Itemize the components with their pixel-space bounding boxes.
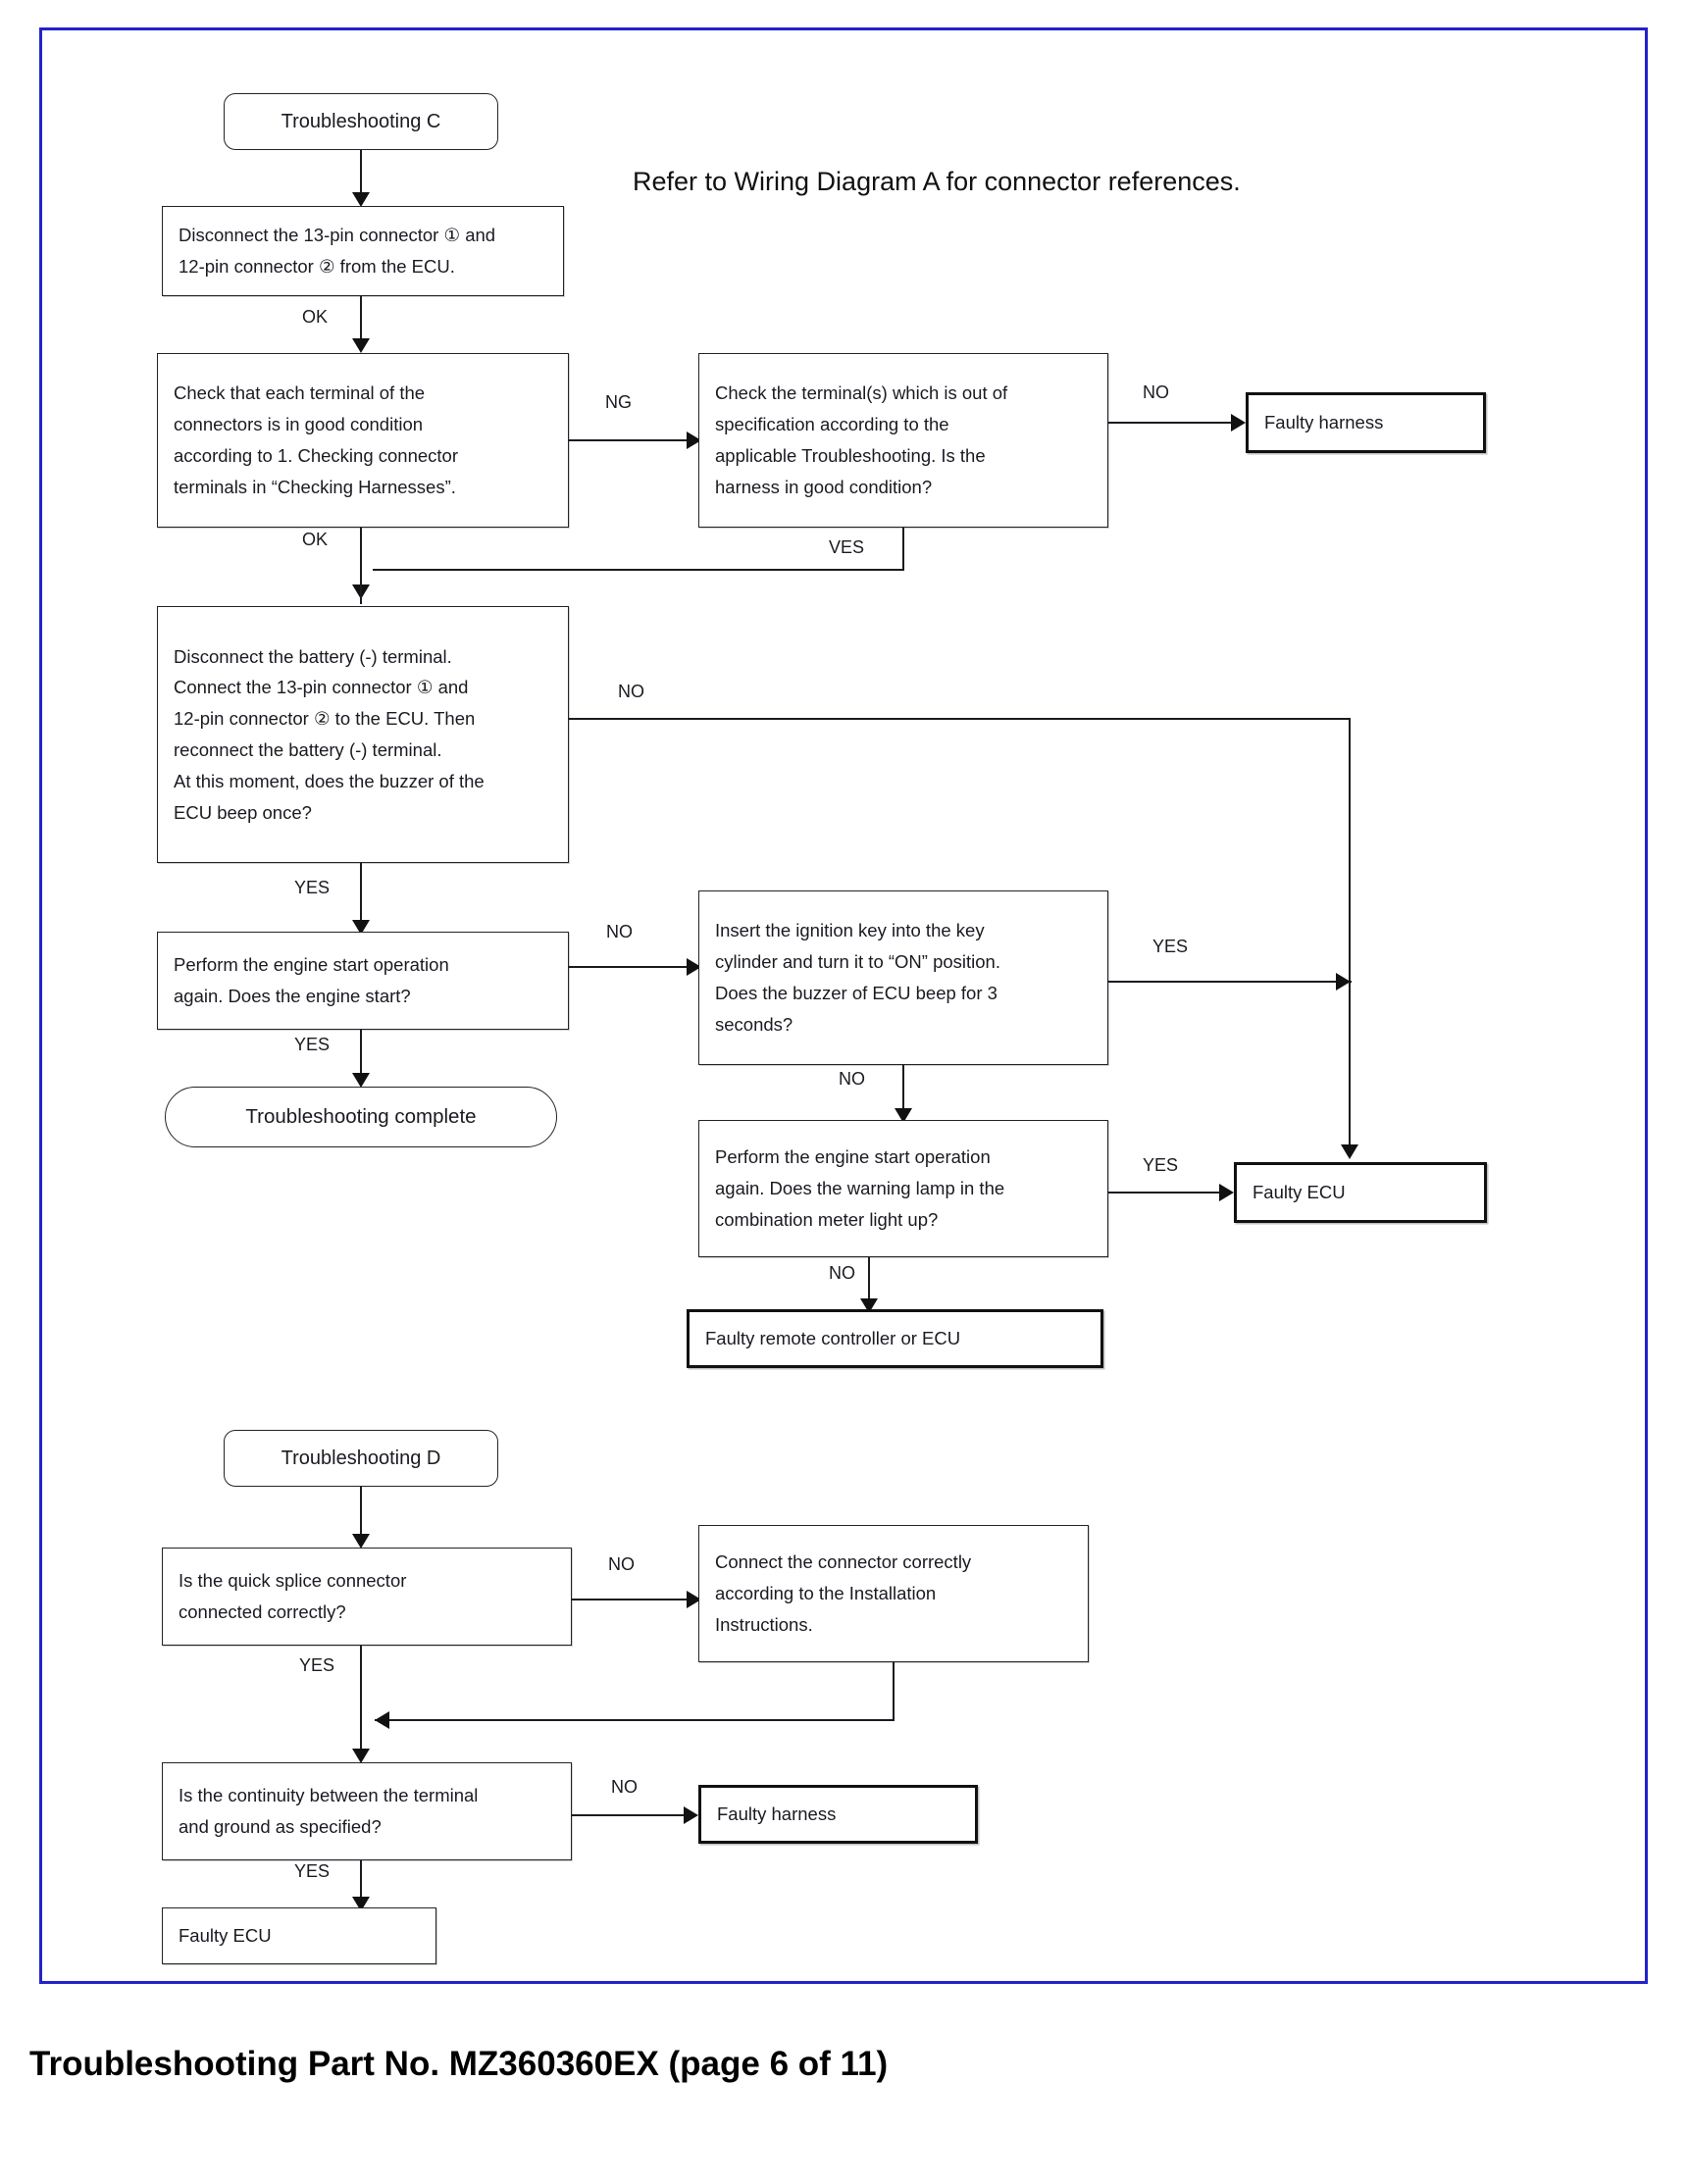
wiring-diagram-note: Refer to Wiring Diagram A for connector … [633, 167, 1241, 196]
edge-n6-to-n7 [902, 1065, 905, 1112]
arrow-d-n3-to-faulty-harness [684, 1806, 698, 1824]
edge-d-start-to-n1 [360, 1487, 363, 1538]
node-battery-reconnect-buzzer: Disconnect the battery (-) terminal. Con… [157, 606, 569, 863]
arrow-d-to-n3 [352, 1749, 370, 1763]
arrow-n3-to-faulty-harness [1231, 414, 1246, 432]
edge-n7-to-remote-result [868, 1257, 871, 1302]
node-result-faulty-ecu-d: Faulty ECU [162, 1907, 436, 1964]
edge-d-n1-to-n3 [360, 1646, 363, 1753]
edge-n6-yes-right [1108, 981, 1352, 984]
node-result-faulty-harness-c: Faulty harness [1246, 392, 1486, 453]
edge-label-yes-2: YES [294, 878, 331, 897]
edge-n4-to-n5 [360, 863, 363, 924]
edge-n7-to-faulty-ecu [1108, 1192, 1224, 1194]
edge-label-yes-1: VES [829, 537, 865, 557]
node-check-each-terminal: Check that each terminal of the connecto… [157, 353, 569, 528]
edge-d-n3-to-faulty-harness [572, 1814, 688, 1817]
arrow-n5-to-n6 [687, 958, 701, 976]
edge-label-ok-1: OK [302, 307, 329, 327]
edge-d-n3-to-faulty-ecu [360, 1860, 363, 1902]
edge-label-no-5: NO [829, 1263, 855, 1283]
arrow-n4-to-n5 [352, 920, 370, 935]
edge-n5-to-n6 [569, 966, 691, 969]
edge-label-d-no-1: NO [608, 1554, 635, 1574]
node-result-faulty-harness-c-label: Faulty harness [1264, 412, 1384, 433]
node-engine-start-check: Perform the engine start operation again… [157, 932, 569, 1030]
edge-label-no-2: NO [618, 682, 644, 701]
node-troubleshooting-c-start-label: Troubleshooting C [281, 110, 441, 132]
edge-n5-to-complete [360, 1030, 363, 1077]
edge-label-no-4: NO [839, 1069, 865, 1089]
arrow-n4-no-to-faulty-ecu [1341, 1144, 1358, 1159]
edge-n4-no-down [1349, 718, 1352, 1149]
edge-n4-no-right [569, 718, 1351, 721]
node-disconnect-connectors-text: Disconnect the 13-pin connector ① and 12… [179, 225, 496, 277]
node-troubleshooting-c-start: Troubleshooting C [224, 93, 498, 150]
node-result-faulty-ecu-c-label: Faulty ECU [1253, 1182, 1346, 1203]
node-troubleshooting-complete-label: Troubleshooting complete [245, 1105, 477, 1129]
node-ignition-key-buzzer-text: Insert the ignition key into the key cyl… [715, 920, 1000, 1035]
node-result-faulty-harness-d: Faulty harness [698, 1785, 978, 1844]
edge-n2-to-n4 [360, 528, 363, 604]
edge-d-n2-down [893, 1662, 895, 1721]
edge-n3-to-faulty-harness [1108, 422, 1236, 425]
node-result-faulty-ecu-c: Faulty ECU [1234, 1162, 1487, 1223]
node-troubleshooting-complete: Troubleshooting complete [165, 1087, 557, 1147]
edge-n1-to-n2 [360, 296, 363, 343]
edge-label-d-yes-2: YES [294, 1861, 331, 1881]
node-check-out-of-spec-terminal: Check the terminal(s) which is out of sp… [698, 353, 1108, 528]
edge-label-ng-1: NG [605, 392, 632, 412]
node-troubleshooting-d-start-label: Troubleshooting D [281, 1447, 441, 1469]
arrow-n6-to-n7 [895, 1108, 912, 1123]
edge-d-n2-left [375, 1719, 895, 1722]
arrow-n2-to-n3 [687, 432, 701, 449]
arrow-d-n1-to-n2 [687, 1591, 701, 1608]
node-engine-start-check-text: Perform the engine start operation again… [174, 954, 449, 1006]
node-connect-correctly-instruction: Connect the connector correctly accordin… [698, 1525, 1089, 1662]
page-footer-title: Troubleshooting Part No. MZ360360EX (pag… [29, 2045, 889, 2083]
arrow-n5-to-complete [352, 1073, 370, 1088]
node-check-each-terminal-text: Check that each terminal of the connecto… [174, 382, 459, 497]
arrow-d-merge-left [375, 1711, 389, 1729]
edge-label-no-3: NO [606, 922, 633, 941]
node-quick-splice-check: Is the quick splice connector connected … [162, 1548, 572, 1646]
node-connect-correctly-instruction-text: Connect the connector correctly accordin… [715, 1551, 972, 1635]
node-quick-splice-check-text: Is the quick splice connector connected … [179, 1570, 407, 1622]
arrow-start-to-n1 [352, 192, 370, 207]
edge-d-n1-to-n2 [572, 1599, 691, 1601]
edge-n3-yes-down [902, 528, 905, 571]
node-result-faulty-remote-or-ecu: Faulty remote controller or ECU [687, 1309, 1103, 1368]
arrow-n7-to-faulty-ecu [1219, 1184, 1234, 1201]
edge-label-d-no-2: NO [611, 1777, 638, 1797]
edge-label-no-1: NO [1143, 382, 1169, 402]
node-check-out-of-spec-terminal-text: Check the terminal(s) which is out of sp… [715, 382, 1008, 497]
node-warning-lamp-check: Perform the engine start operation again… [698, 1120, 1108, 1257]
edge-label-ok-2: OK [302, 530, 329, 549]
edge-label-d-yes-1: YES [299, 1655, 335, 1675]
edge-label-yes-5: YES [1143, 1155, 1179, 1175]
arrow-d-start-to-n1 [352, 1534, 370, 1549]
node-continuity-check: Is the continuity between the terminal a… [162, 1762, 572, 1860]
arrow-n1-to-n2 [352, 338, 370, 353]
node-continuity-check-text: Is the continuity between the terminal a… [179, 1785, 479, 1837]
edge-label-yes-3: YES [1152, 937, 1189, 956]
node-warning-lamp-check-text: Perform the engine start operation again… [715, 1146, 1005, 1230]
node-disconnect-connectors: Disconnect the 13-pin connector ① and 12… [162, 206, 564, 296]
node-result-faulty-ecu-d-label: Faulty ECU [179, 1925, 272, 1947]
node-troubleshooting-d-start: Troubleshooting D [224, 1430, 498, 1487]
edge-start-to-n1 [360, 150, 363, 197]
node-result-faulty-remote-or-ecu-label: Faulty remote controller or ECU [705, 1328, 961, 1349]
node-ignition-key-buzzer: Insert the ignition key into the key cyl… [698, 890, 1108, 1065]
node-battery-reconnect-buzzer-text: Disconnect the battery (-) terminal. Con… [174, 645, 485, 823]
node-result-faulty-harness-d-label: Faulty harness [717, 1803, 837, 1825]
edge-label-yes-4: YES [294, 1035, 331, 1054]
arrow-n6-yes-right [1336, 973, 1351, 990]
edge-n2-to-n3 [569, 439, 691, 442]
edge-n3-yes-left [373, 569, 904, 572]
